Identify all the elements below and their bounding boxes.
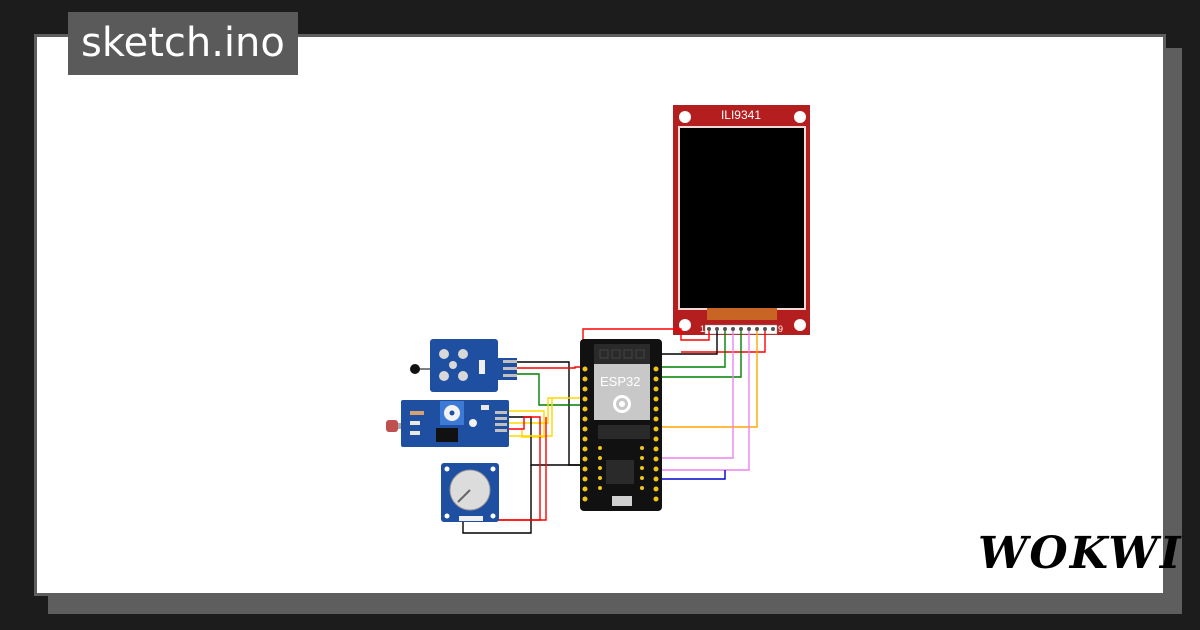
wire-black-temp-gnd	[517, 361, 583, 466]
wire-red-pot-vcc	[489, 417, 547, 521]
wire-green-display-2	[658, 331, 742, 378]
wire-orange-display	[658, 331, 758, 428]
wire-red-display-vcc	[582, 328, 710, 367]
espressif-logo-icon	[613, 395, 631, 413]
display-label: ILI9341	[721, 108, 761, 122]
wire-blue-display	[658, 470, 726, 480]
display-pin-header[interactable]	[704, 324, 778, 335]
display-pin-last-label: 9	[778, 324, 783, 334]
temperature-sensor-module[interactable]	[410, 339, 517, 392]
esp32-pins-right	[653, 366, 659, 502]
light-sensor-module[interactable]	[386, 400, 509, 447]
wire-black-pot-gnd	[462, 465, 532, 534]
esp32-label: ESP32	[600, 374, 640, 389]
wokwi-logo: WOKWI	[978, 528, 1182, 579]
display-pin-first-label: 1	[700, 324, 705, 334]
esp32-pins-inner	[598, 446, 644, 490]
project-filename[interactable]: sketch.ino	[68, 12, 298, 75]
wire-green-display-1	[658, 331, 726, 368]
wires	[462, 328, 766, 534]
wire-red-display-led	[681, 331, 766, 353]
wire-violet-display-2	[658, 331, 734, 459]
esp32-pins-left	[582, 366, 588, 502]
ili9341-display[interactable]: ILI9341 1 9	[673, 105, 810, 335]
wire-yellow-light-2	[507, 397, 583, 424]
wire-red-temp-vcc	[517, 366, 583, 369]
potentiometer-module[interactable]	[441, 463, 499, 522]
wire-green-temp-signal	[517, 373, 583, 406]
wire-yellow-light-signal	[507, 398, 553, 437]
wire-violet-display	[658, 331, 750, 471]
wire-black-light-gnd	[507, 416, 583, 466]
wire-yellow-light-1	[507, 410, 545, 438]
esp32-board[interactable]: ESP32	[580, 339, 662, 511]
